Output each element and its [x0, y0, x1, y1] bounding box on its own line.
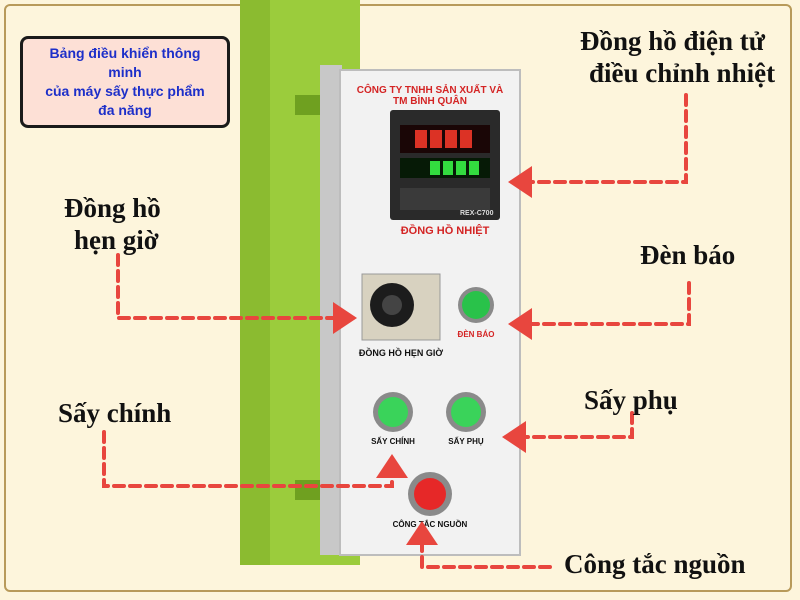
control-panel-photo: CÔNG TY TNHH SẢN XUẤT VÀ TM BÌNH QUÂN RE…	[240, 0, 560, 565]
title-line-2: của máy sấy thực phẩm	[45, 83, 205, 99]
page-frame	[4, 4, 792, 592]
aux-dry-button[interactable]	[451, 397, 481, 427]
title-line-1: Bảng điều khiển thông minh	[49, 45, 201, 80]
callout-controller-line-1: Đồng hồ điện tử	[580, 26, 765, 56]
timer-caption: ĐỒNG HỒ HẸN GIỜ	[358, 348, 444, 358]
indicator-lamp	[462, 291, 490, 319]
main-dry-caption: SẤY CHÍNH	[371, 437, 415, 446]
power-switch[interactable]	[414, 478, 446, 510]
callout-power: Công tắc nguồn	[564, 549, 746, 579]
controller-model: REX-C700	[460, 210, 494, 217]
title-line-3: đa năng	[98, 102, 152, 118]
callout-aux-dry: Sấy phụ	[584, 385, 678, 415]
callout-indicator: Đèn báo	[640, 240, 736, 270]
callout-timer-line-2: hẹn giờ	[74, 225, 159, 255]
controller-caption: ĐỒNG HỒ NHIỆT	[400, 225, 490, 237]
title-box: Bảng điều khiển thông minh của máy sấy t…	[20, 36, 230, 128]
company-name: CÔNG TY TNHH SẢN XUẤT VÀ TM BÌNH QUÂN	[356, 85, 504, 107]
indicator-caption: ĐÈN BÁO	[457, 330, 495, 339]
callout-controller-line-2: điều chỉnh nhiệt	[589, 58, 776, 88]
callout-main-dry: Sấy chính	[58, 398, 172, 428]
mounting-bracket-top	[295, 95, 325, 115]
power-caption: CÔNG TẮC NGUỒN	[392, 520, 468, 529]
main-dry-button[interactable]	[378, 397, 408, 427]
callout-timer-line-1: Đồng hồ	[64, 193, 161, 223]
aux-dry-caption: SẤY PHỤ	[448, 437, 484, 446]
